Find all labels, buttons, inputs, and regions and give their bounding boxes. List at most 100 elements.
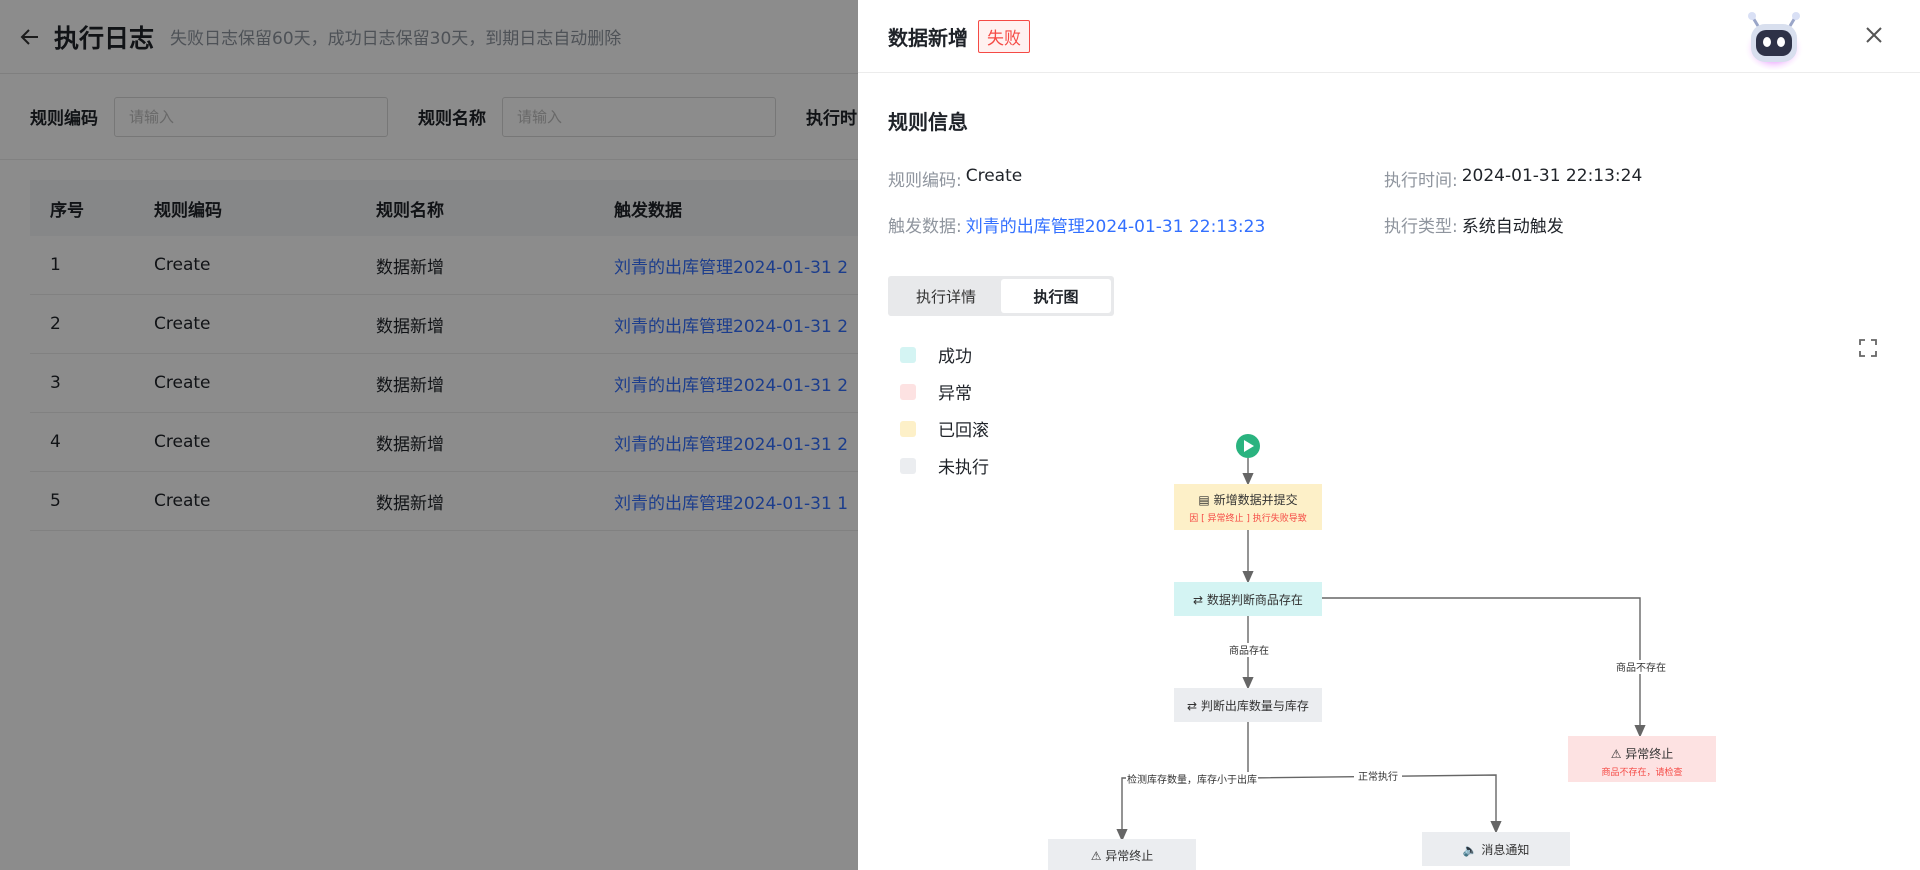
legend-item-not-executed: 未执行 — [900, 447, 989, 484]
flow-node-abort-stock[interactable]: ⚠ 异常终止 — [1048, 839, 1196, 870]
table-row[interactable]: 3 Create 数据新增 刘青的出库管理2024-01-31 2 — [30, 354, 1030, 413]
cell-index: 4 — [50, 432, 61, 452]
legend-label: 成功 — [938, 347, 972, 367]
svg-text:⚠ 异常终止: ⚠ 异常终止 — [1091, 848, 1154, 863]
branch-icon: ⇄ — [1187, 699, 1201, 713]
cell-trigger-link[interactable]: 刘青的出库管理2024-01-31 2 — [614, 316, 849, 337]
table-row[interactable]: 2 Create 数据新增 刘青的出库管理2024-01-31 2 — [30, 295, 1030, 354]
exec-time-label: 执行时间: — [1384, 171, 1458, 191]
node-title: 新增数据并提交 — [1214, 492, 1298, 507]
col-trigger-data: 触发数据 — [614, 200, 682, 221]
close-icon[interactable] — [1864, 25, 1884, 45]
cell-rule-code: Create — [154, 432, 211, 452]
rule-code-input[interactable] — [114, 96, 388, 137]
cell-trigger-link[interactable]: 刘青的出库管理2024-01-31 1 — [614, 493, 849, 514]
speaker-icon: 🔈 — [1463, 843, 1482, 857]
svg-text:⚠ 异常终止: ⚠ 异常终止 — [1611, 746, 1674, 761]
col-rule-code: 规则编码 — [154, 200, 222, 221]
cell-index: 1 — [50, 255, 61, 275]
cell-trigger-link[interactable]: 刘青的出库管理2024-01-31 2 — [614, 375, 849, 396]
legend-item-rolled-back: 已回滚 — [900, 410, 989, 447]
node-title: 异常终止 — [1625, 746, 1673, 761]
legend-item-error: 异常 — [900, 373, 989, 410]
start-node-icon — [1236, 434, 1260, 458]
node-title: 异常终止 — [1105, 848, 1153, 863]
cell-rule-name: 数据新增 — [376, 493, 444, 514]
execution-flow-graph: 商品存在 商品不存在 检测库存数量，库存小于出库 正常执行 ▤ 新增数据并提交 … — [1048, 434, 1716, 870]
node-title: 消息通知 — [1481, 842, 1529, 857]
legend-swatch — [900, 457, 916, 474]
rule-code-label: 规则编码: — [888, 171, 962, 191]
table-row[interactable]: 1 Create 数据新增 刘青的出库管理2024-01-31 2 — [30, 236, 1030, 295]
cell-rule-name: 数据新增 — [376, 434, 444, 455]
tab-exec-graph[interactable]: 执行图 — [1001, 279, 1111, 313]
warning-icon: ⚠ — [1611, 747, 1626, 761]
cell-rule-name: 数据新增 — [376, 375, 444, 396]
flow-node-compare-stock[interactable]: ⇄ 判断出库数量与库存 — [1174, 688, 1322, 722]
drawer-overlay-mask[interactable] — [0, 0, 858, 870]
flow-node-add-data[interactable]: ▤ 新增数据并提交 因 [ 异常终止 ] 执行失败导致 — [1174, 484, 1322, 530]
page-subtitle: 失败日志保留60天，成功日志保留30天，到期日志自动删除 — [170, 29, 622, 49]
exec-type-value: 系统自动触发 — [1461, 217, 1564, 237]
cell-trigger-link[interactable]: 刘青的出库管理2024-01-31 2 — [614, 434, 849, 455]
cell-rule-name: 数据新增 — [376, 316, 444, 337]
svg-text:🔈 消息通知: 🔈 消息通知 — [1463, 842, 1530, 857]
legend-item-success: 成功 — [900, 336, 989, 373]
exec-type-info: 执行类型: 系统自动触发 — [1384, 212, 1564, 237]
status-legend: 成功 异常 已回滚 未执行 — [900, 336, 989, 484]
trigger-data-link[interactable]: 刘青的出库管理2024-01-31 22:13:23 — [965, 217, 1266, 237]
rule-code-info: 规则编码: Create — [888, 166, 1022, 191]
svg-text:⇄ 数据判断商品存在: ⇄ 数据判断商品存在 — [1193, 592, 1303, 607]
cell-index: 2 — [50, 314, 61, 334]
legend-swatch — [900, 420, 916, 437]
cell-rule-code: Create — [154, 373, 211, 393]
cell-rule-code: Create — [154, 255, 211, 275]
edge-label-stock-check: 检测库存数量，库存小于出库 — [1127, 773, 1257, 786]
tab-exec-detail[interactable]: 执行详情 — [915, 287, 976, 306]
cell-rule-code: Create — [154, 314, 211, 334]
svg-text:▤ 新增数据并提交: ▤ 新增数据并提交 — [1198, 492, 1297, 507]
legend-swatch — [900, 383, 916, 400]
page-title: 执行日志 — [54, 23, 155, 53]
edge-label-exists: 商品存在 — [1229, 644, 1269, 657]
form-icon: ▤ — [1198, 493, 1213, 507]
legend-swatch — [900, 346, 916, 363]
table-row[interactable]: 4 Create 数据新增 刘青的出库管理2024-01-31 2 — [30, 413, 1030, 472]
legend-label: 未执行 — [938, 458, 989, 478]
svg-text:⇄ 判断出库数量与库存: ⇄ 判断出库数量与库存 — [1187, 698, 1309, 713]
cell-index: 3 — [50, 373, 61, 393]
cell-trigger-link[interactable]: 刘青的出库管理2024-01-31 2 — [614, 257, 849, 278]
rule-name-input[interactable] — [502, 96, 776, 137]
rule-code-filter-label: 规则编码 — [30, 109, 98, 129]
cell-rule-code: Create — [154, 491, 211, 511]
fullscreen-icon[interactable] — [1858, 338, 1878, 358]
status-badge: 失败 — [978, 19, 1030, 53]
cell-rule-name: 数据新增 — [376, 257, 444, 278]
col-rule-name: 规则名称 — [376, 200, 444, 221]
legend-label: 异常 — [938, 384, 972, 404]
node-note: 商品不存在，请检查 — [1601, 766, 1682, 778]
branch-icon: ⇄ — [1193, 593, 1207, 607]
col-index: 序号 — [50, 200, 84, 221]
rule-code-value: Create — [965, 166, 1023, 186]
edge-label-normal: 正常执行 — [1358, 770, 1398, 783]
cell-index: 5 — [50, 491, 61, 511]
edge-n2-n4 — [1322, 597, 1646, 738]
exec-time-value: 2024-01-31 22:13:24 — [1461, 166, 1643, 186]
edge-n3-n6 — [1247, 774, 1502, 834]
exec-time-filter-label: 执行时 — [806, 109, 857, 129]
back-arrow-icon[interactable] — [18, 25, 42, 49]
drawer-title: 数据新增 — [888, 25, 968, 50]
legend-label: 已回滚 — [938, 421, 989, 441]
log-detail-drawer: 数据新增 失败 规则信息 规则编码: Create — [858, 0, 1920, 870]
exec-time-info: 执行时间: 2024-01-31 22:13:24 — [1384, 166, 1642, 191]
flow-node-abort-not-exists[interactable]: ⚠ 异常终止 商品不存在，请检查 — [1568, 736, 1716, 782]
node-note: 因 [ 异常终止 ] 执行失败导致 — [1189, 512, 1306, 524]
flow-node-notify[interactable]: 🔈 消息通知 — [1422, 832, 1570, 866]
node-title: 数据判断商品存在 — [1207, 592, 1303, 607]
table-row[interactable]: 5 Create 数据新增 刘青的出库管理2024-01-31 1 — [30, 472, 1030, 531]
detail-tabs: 执行详情 执行图 — [888, 276, 1114, 316]
flow-node-check-product[interactable]: ⇄ 数据判断商品存在 — [1174, 582, 1322, 616]
assistant-robot-icon[interactable] — [1742, 10, 1806, 72]
drawer-header: 数据新增 失败 — [858, 0, 1920, 73]
